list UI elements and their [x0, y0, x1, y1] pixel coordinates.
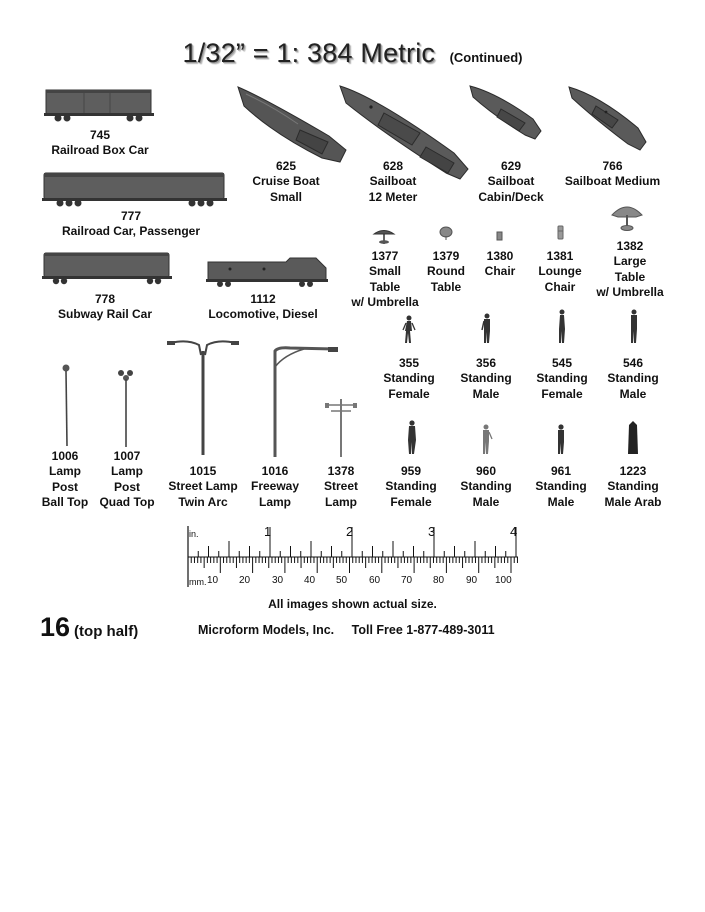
round-table-image — [439, 226, 453, 240]
ruler-mm-30: 30 — [272, 575, 284, 586]
ruler-mm-70: 70 — [401, 575, 413, 586]
measurement-ruler: in. mm. 1 2 3 4 10 20 30 40 50 60 70 80 … — [185, 524, 520, 590]
ruler-mm-60: 60 — [369, 575, 381, 586]
standing-female-545-image — [559, 309, 565, 343]
toll-free-phone: Toll Free 1-877-489-3011 — [351, 623, 495, 637]
sailboat-12-meter-image — [339, 85, 469, 180]
ruler-mm-90: 90 — [466, 575, 478, 586]
company-footer: Microform Models, Inc. Toll Free 1-877-4… — [198, 623, 509, 637]
ruler-mm-40: 40 — [304, 575, 316, 586]
standing-male-546-image — [631, 309, 637, 343]
diesel-locomotive-image — [206, 257, 328, 287]
subway-rail-car-image — [42, 252, 172, 285]
ruler-inch-1: 1 — [264, 524, 272, 539]
standing-female-355-image — [402, 315, 416, 343]
page-number-value: 16 — [40, 612, 71, 642]
ruler-ticks — [187, 526, 518, 587]
ruler-mm-100: 100 — [495, 575, 512, 586]
ruler-mm-label: mm. — [189, 577, 207, 587]
small-table-umbrella-image — [372, 230, 396, 244]
lounge-chair-image — [557, 225, 564, 240]
ruler-mm-20: 20 — [239, 575, 251, 586]
page-number: 16(top half) — [40, 612, 138, 643]
ruler-inch-2: 2 — [346, 524, 354, 539]
standing-male-arab-image — [628, 421, 638, 454]
standing-male-960-image — [483, 424, 493, 454]
ruler-mm-80: 80 — [433, 575, 445, 586]
sailboat-medium-image — [568, 86, 647, 151]
railroad-passenger-car-image — [42, 172, 227, 207]
ruler-inch-label: in. — [189, 529, 199, 539]
lamp-post-ball-top-image — [62, 364, 70, 447]
actual-size-caption: All images shown actual size. — [268, 597, 437, 611]
chair-image — [496, 231, 503, 241]
standing-male-961-image — [558, 424, 564, 454]
page-half-note: (top half) — [74, 623, 139, 640]
large-table-umbrella-image — [611, 206, 643, 231]
ruler-inch-3: 3 — [428, 524, 436, 539]
scale-title: 1/32” = 1: 384 Metric — [182, 38, 436, 68]
freeway-lamp-image — [273, 346, 338, 457]
ruler-mm-10: 10 — [207, 575, 219, 586]
page-title: 1/32” = 1: 384 Metric (Continued) — [0, 38, 705, 69]
ruler-mm-50: 50 — [336, 575, 348, 586]
street-lamp-twin-arc-image — [167, 340, 239, 455]
company-name: Microform Models, Inc. — [198, 623, 335, 637]
street-lamp-1378-image — [325, 399, 357, 457]
cruise-boat-small-image — [237, 86, 347, 163]
standing-female-959-image — [408, 420, 416, 454]
continued-note: (Continued) — [449, 50, 523, 65]
standing-male-356-image — [481, 313, 490, 343]
sailboat-cabin-deck-image — [469, 85, 542, 140]
railroad-box-car-image — [44, 89, 154, 122]
lamp-post-quad-top-image — [118, 370, 133, 447]
ruler-inch-4: 4 — [510, 524, 518, 539]
